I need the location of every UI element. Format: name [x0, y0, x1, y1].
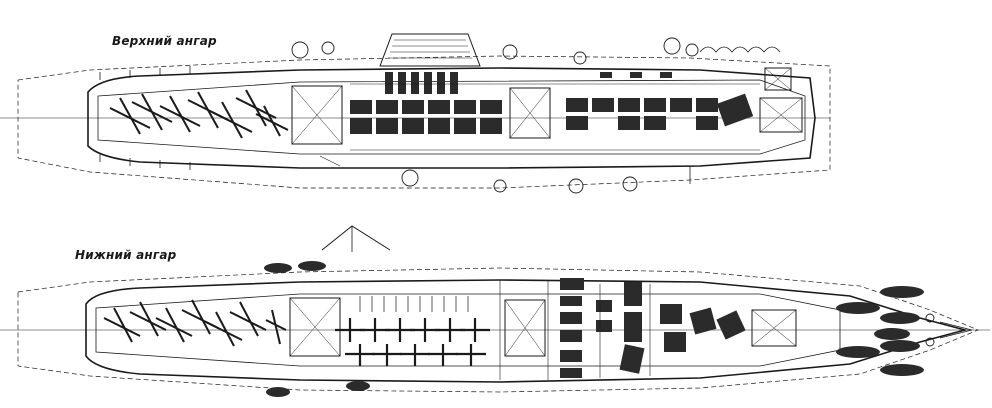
lower-monoplanes	[335, 318, 490, 366]
lower-bow-fittings	[925, 313, 973, 347]
upper-island-funnel	[379, 33, 481, 67]
lower-mast	[321, 225, 391, 251]
lower-bulkheads	[499, 280, 651, 380]
upper-flight-deck-outline	[17, 55, 831, 189]
upper-boats	[699, 46, 781, 53]
upper-aft-elevator	[759, 97, 803, 133]
lower-hull-outline	[85, 279, 969, 383]
upper-sponsons	[291, 37, 699, 194]
lower-middle-elevator	[504, 299, 546, 357]
lower-hangar-title: Нижний ангар	[75, 248, 177, 262]
lower-biplanes	[103, 299, 287, 347]
upper-hull-outline	[87, 67, 816, 169]
lower-flight-deck-outline	[17, 267, 979, 393]
lower-aft-elevator	[751, 309, 797, 347]
upper-forward-elevator	[291, 85, 343, 145]
upper-folded-aircraft	[350, 72, 754, 134]
upper-bulkheads	[319, 83, 760, 167]
upper-hangar-plan	[0, 33, 831, 194]
upper-biplanes	[109, 89, 289, 139]
upper-struts	[99, 66, 691, 184]
lower-forward-elevator	[289, 297, 341, 357]
upper-middle-elevator	[509, 87, 551, 139]
lower-ribs	[359, 296, 469, 312]
upper-hangar-title: Верхний ангар	[112, 34, 217, 48]
lower-boats	[264, 261, 924, 397]
upper-uptakes	[385, 72, 458, 94]
lower-machinery	[560, 278, 746, 378]
lower-hangar-plan	[0, 225, 990, 397]
upper-box-aft-top	[764, 67, 792, 91]
